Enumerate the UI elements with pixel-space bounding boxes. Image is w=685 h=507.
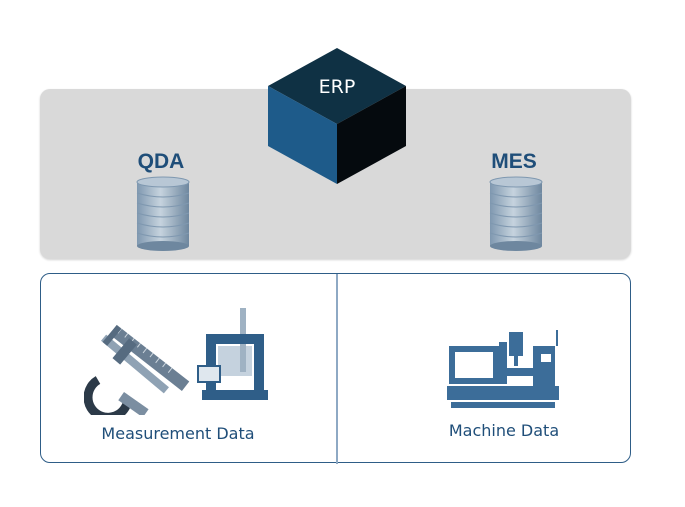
erp-cube-icon [268,48,406,184]
measurement-tools-icon [84,324,190,415]
mes-label: MES [491,150,537,173]
mes-database-icon [489,176,543,251]
measurement-data-label: Measurement Data [101,424,255,443]
qda-label: QDA [137,150,185,173]
machine-data-label: Machine Data [448,421,560,440]
data-sources-divider [336,274,338,464]
cnc-machine-icon [447,330,559,408]
qda-database-icon [136,176,190,251]
measuring-machine-icon [197,308,268,400]
erp-label: ERP [318,76,356,98]
